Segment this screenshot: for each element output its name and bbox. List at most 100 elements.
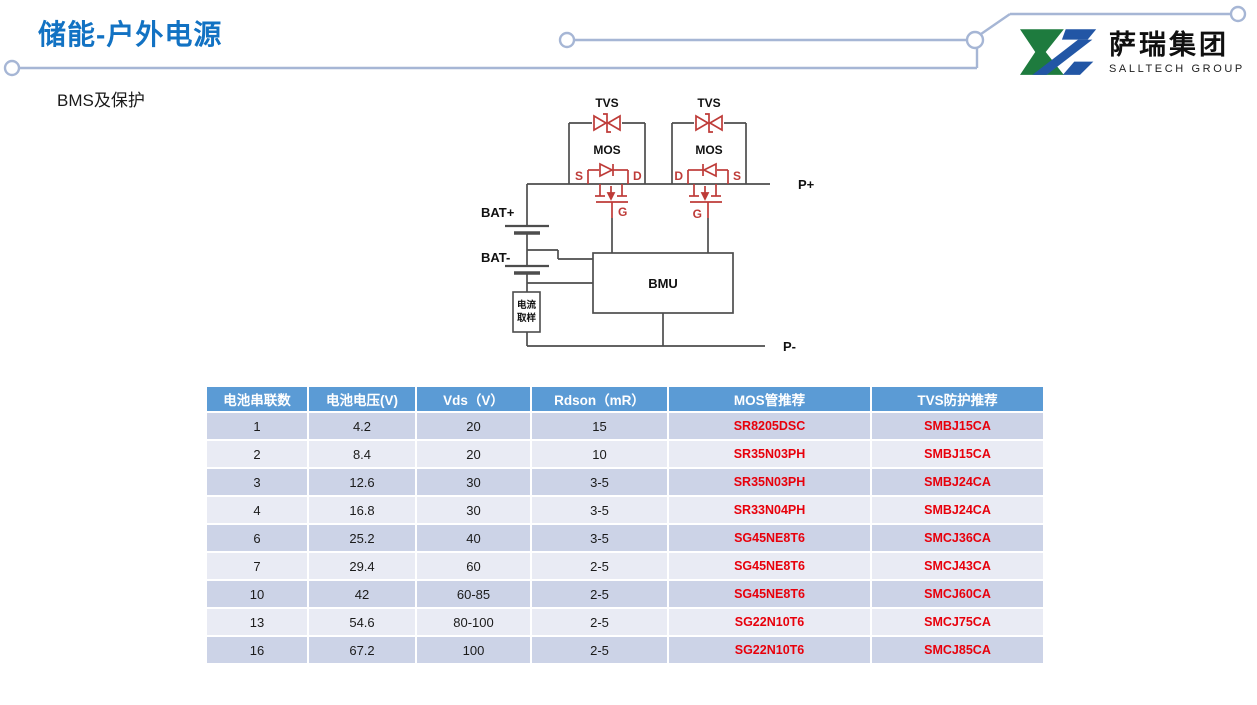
table-cell: SG45NE8T6	[669, 553, 870, 579]
table-cell: 4.2	[309, 413, 415, 439]
gate-left-label: G	[618, 205, 627, 219]
table-cell: SMBJ15CA	[872, 413, 1043, 439]
table-cell: SMCJ85CA	[872, 637, 1043, 663]
table-cell: SMCJ36CA	[872, 525, 1043, 551]
table-header-cell: TVS防护推荐	[872, 387, 1043, 411]
table-header-cell: 电池串联数	[207, 387, 307, 411]
bat-plus-label: BAT+	[481, 205, 515, 220]
page-subtitle: BMS及保护	[57, 91, 145, 110]
current-sample-label-line2: 取样	[517, 312, 537, 324]
table-cell: SR8205DSC	[669, 413, 870, 439]
table-cell: 54.6	[309, 609, 415, 635]
table-cell: 67.2	[309, 637, 415, 663]
table-cell: 1	[207, 413, 307, 439]
tvs-right-label: TVS	[697, 96, 720, 110]
table-cell: 7	[207, 553, 307, 579]
table-cell: SG22N10T6	[669, 637, 870, 663]
table-cell: 16.8	[309, 497, 415, 523]
tvs-diode-symbols	[593, 113, 723, 133]
table-cell: 16	[207, 637, 307, 663]
table-header-cell: Rdson（mR）	[532, 387, 667, 411]
table-cell: SMCJ60CA	[872, 581, 1043, 607]
mosfet-left-symbol	[587, 162, 629, 218]
gate-right-label: G	[693, 207, 702, 221]
table-cell: 40	[417, 525, 530, 551]
table-cell: 2	[207, 441, 307, 467]
table-cell: 12.6	[309, 469, 415, 495]
table-cell: SR33N04PH	[669, 497, 870, 523]
table-cell: 10	[207, 581, 307, 607]
p-minus-label: P-	[783, 339, 796, 354]
bmu-label: BMU	[648, 276, 678, 291]
logo-company-name-en: SALLTECH GROUP	[1109, 62, 1245, 75]
table-cell: SMCJ75CA	[872, 609, 1043, 635]
current-sample-label-line1: 电流	[517, 299, 537, 311]
table-cell: SG45NE8T6	[669, 581, 870, 607]
current-sample-box	[512, 291, 541, 333]
table-cell: SR35N03PH	[669, 441, 870, 467]
company-logo: 萨瑞集团 SALLTECH GROUP	[1020, 26, 1245, 80]
logo-company-name: 萨瑞集团	[1109, 29, 1229, 60]
table-cell: 100	[417, 637, 530, 663]
deco-circle-mid	[558, 31, 576, 49]
table-cell: 20	[417, 441, 530, 467]
drain-right-label: D	[674, 169, 683, 183]
table-cell: 3-5	[532, 525, 667, 551]
table-cell: 2-5	[532, 581, 667, 607]
bmu-box	[592, 252, 734, 314]
table-cell: 29.4	[309, 553, 415, 579]
source-left-label: S	[575, 169, 583, 183]
table-cell: 2-5	[532, 553, 667, 579]
bms-circuit-diagram: TVS TVS MOS MOS S D D S G G BAT+ BAT- BM…	[481, 96, 815, 354]
table-cell: 4	[207, 497, 307, 523]
table-cell: 20	[417, 413, 530, 439]
table-cell: 10	[532, 441, 667, 467]
page-title: 储能-户外电源	[38, 19, 223, 50]
table-cell: 30	[417, 497, 530, 523]
deco-circle-left	[3, 59, 21, 77]
table-cell: SR35N03PH	[669, 469, 870, 495]
logo-mark-icon	[1020, 29, 1097, 75]
table-cell: SMBJ24CA	[872, 469, 1043, 495]
table-cell: 15	[532, 413, 667, 439]
circuit-wires	[505, 122, 770, 347]
deco-circle-junction	[965, 30, 985, 50]
table-cell: SG22N10T6	[669, 609, 870, 635]
table-cell: 2-5	[532, 637, 667, 663]
mos-right-label: MOS	[695, 143, 722, 157]
mosfet-right-symbol	[687, 162, 729, 218]
mos-left-label: MOS	[593, 143, 620, 157]
table-cell: SG45NE8T6	[669, 525, 870, 551]
table-cell: 25.2	[309, 525, 415, 551]
table-cell: SMBJ24CA	[872, 497, 1043, 523]
table-header-cell: MOS管推荐	[669, 387, 870, 411]
bat-minus-label: BAT-	[481, 250, 510, 265]
table-cell: 3-5	[532, 469, 667, 495]
table-cell: 13	[207, 609, 307, 635]
deco-circle-right	[1229, 5, 1247, 23]
table-cell: 30	[417, 469, 530, 495]
drain-left-label: D	[633, 169, 642, 183]
table-cell: 80-100	[417, 609, 530, 635]
table-cell: SMBJ15CA	[872, 441, 1043, 467]
table-header-cell: Vds（V）	[417, 387, 530, 411]
table-cell: 60	[417, 553, 530, 579]
table-cell: SMCJ43CA	[872, 553, 1043, 579]
table-cell: 3-5	[532, 497, 667, 523]
table-cell: 42	[309, 581, 415, 607]
source-right-label: S	[733, 169, 741, 183]
p-plus-label: P+	[798, 177, 815, 192]
tvs-left-label: TVS	[595, 96, 618, 110]
table-cell: 2-5	[532, 609, 667, 635]
